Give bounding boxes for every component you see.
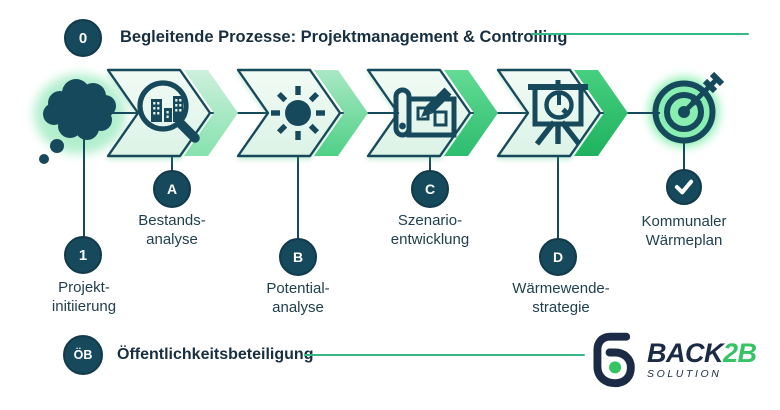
target-dart-icon — [652, 71, 725, 144]
logo-tagline: SOLUTION — [647, 367, 722, 380]
blueprint-pencil-icon — [393, 87, 457, 138]
chevron-separator — [314, 70, 368, 156]
step-label-kommunaler-waermeplan: Kommunaler Wärmeplan — [641, 213, 727, 249]
step-badge-c: C — [411, 170, 449, 208]
buildings-magnifier-icon — [137, 80, 200, 143]
bottom-band-line — [304, 354, 585, 356]
chevron-separator — [184, 70, 238, 156]
step-badge-a: A — [153, 170, 191, 208]
step-badge-d: D — [539, 238, 577, 276]
logo-name: BACK2B — [647, 337, 757, 368]
bottom-band-badge: ÖB — [63, 335, 103, 375]
chevron-separator — [574, 70, 628, 156]
step-badge-b: B — [279, 238, 317, 276]
step-label-waermewendestrategie: Wärmewende- strategie — [512, 280, 610, 316]
chevron-separator — [444, 70, 498, 156]
top-band-badge: 0 — [64, 19, 102, 57]
step-badge-1: 1 — [64, 236, 102, 274]
step-label-szenarioentwicklung: Szenario- entwicklung — [390, 212, 470, 248]
step-label-bestandsanalyse: Bestands- analyse — [138, 212, 206, 248]
bottom-band-title: Öffentlichkeitsbeteiligung — [117, 346, 314, 363]
back2b-logo: BACK2B SOLUTION — [590, 330, 757, 388]
top-band-title: Begleitende Prozesse: Projektmanagement … — [120, 28, 568, 46]
sun-icon — [271, 86, 325, 140]
logo-text: BACK2B SOLUTION — [647, 339, 757, 380]
step-label-potentialanalyse: Potential- analyse — [266, 280, 330, 316]
presentation-chart-icon — [528, 80, 588, 146]
thought-cloud-icon — [39, 79, 116, 164]
top-band-line — [531, 33, 749, 35]
check-icon — [674, 179, 694, 195]
result-badge — [666, 169, 702, 205]
step-label-projektinitiierung: Projekt- initiierung — [51, 279, 117, 315]
back2b-logo-mark — [593, 332, 635, 388]
